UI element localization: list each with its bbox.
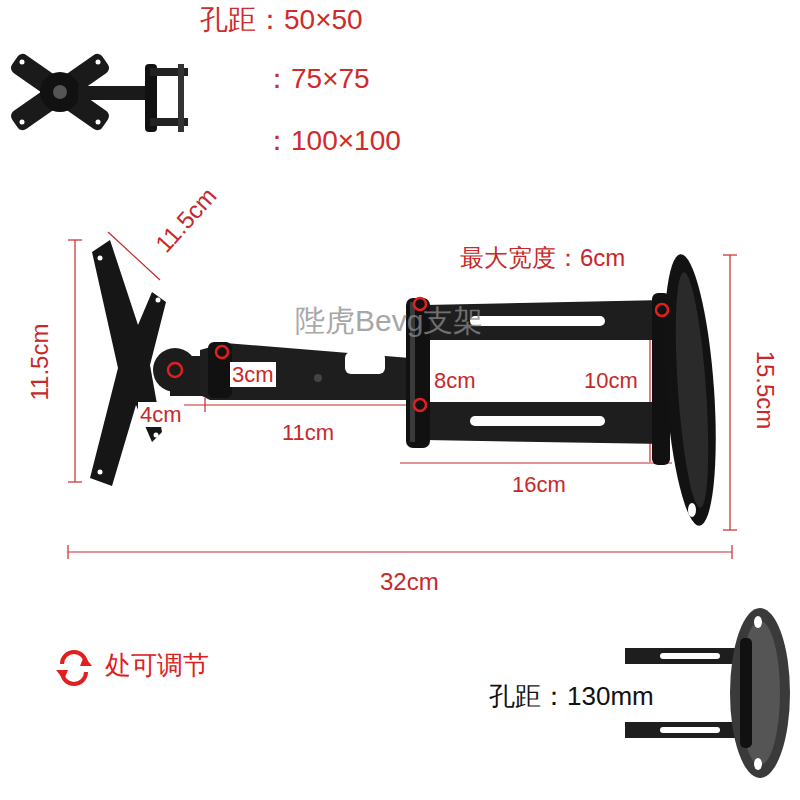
max-width-label: 最大宽度：6cm (460, 244, 625, 272)
hole-spacing: 孔距：50×50 (200, 4, 363, 36)
dimension-label: 11.5cm (150, 182, 222, 258)
dimension-label: 8cm (432, 368, 478, 393)
hole-spacing: 孔距：130mm (487, 682, 656, 712)
hole-spacing: ：100×100 (263, 125, 401, 157)
dimension-label: 11cm (280, 420, 336, 445)
hole-spacing: ：75×75 (263, 63, 370, 95)
dimension-label: 32cm (378, 568, 441, 596)
dimension-label: 11.5cm (26, 324, 54, 401)
main-mount (90, 240, 723, 527)
legend-note: 处可调节 (105, 651, 209, 681)
dimension-label: 10cm (582, 368, 640, 393)
adjust-markers (168, 298, 668, 411)
dimension-label: 15.5cm (751, 351, 779, 430)
dimension-label: 3cm (230, 362, 276, 387)
dimension-label: 4cm (138, 402, 184, 427)
dimension-lines (68, 232, 737, 559)
watermark: 陛虎Bevg支架 (295, 304, 483, 339)
small-mount-icon (9, 51, 188, 132)
dimension-label: 16cm (510, 472, 568, 497)
adjust-icon (56, 652, 92, 684)
